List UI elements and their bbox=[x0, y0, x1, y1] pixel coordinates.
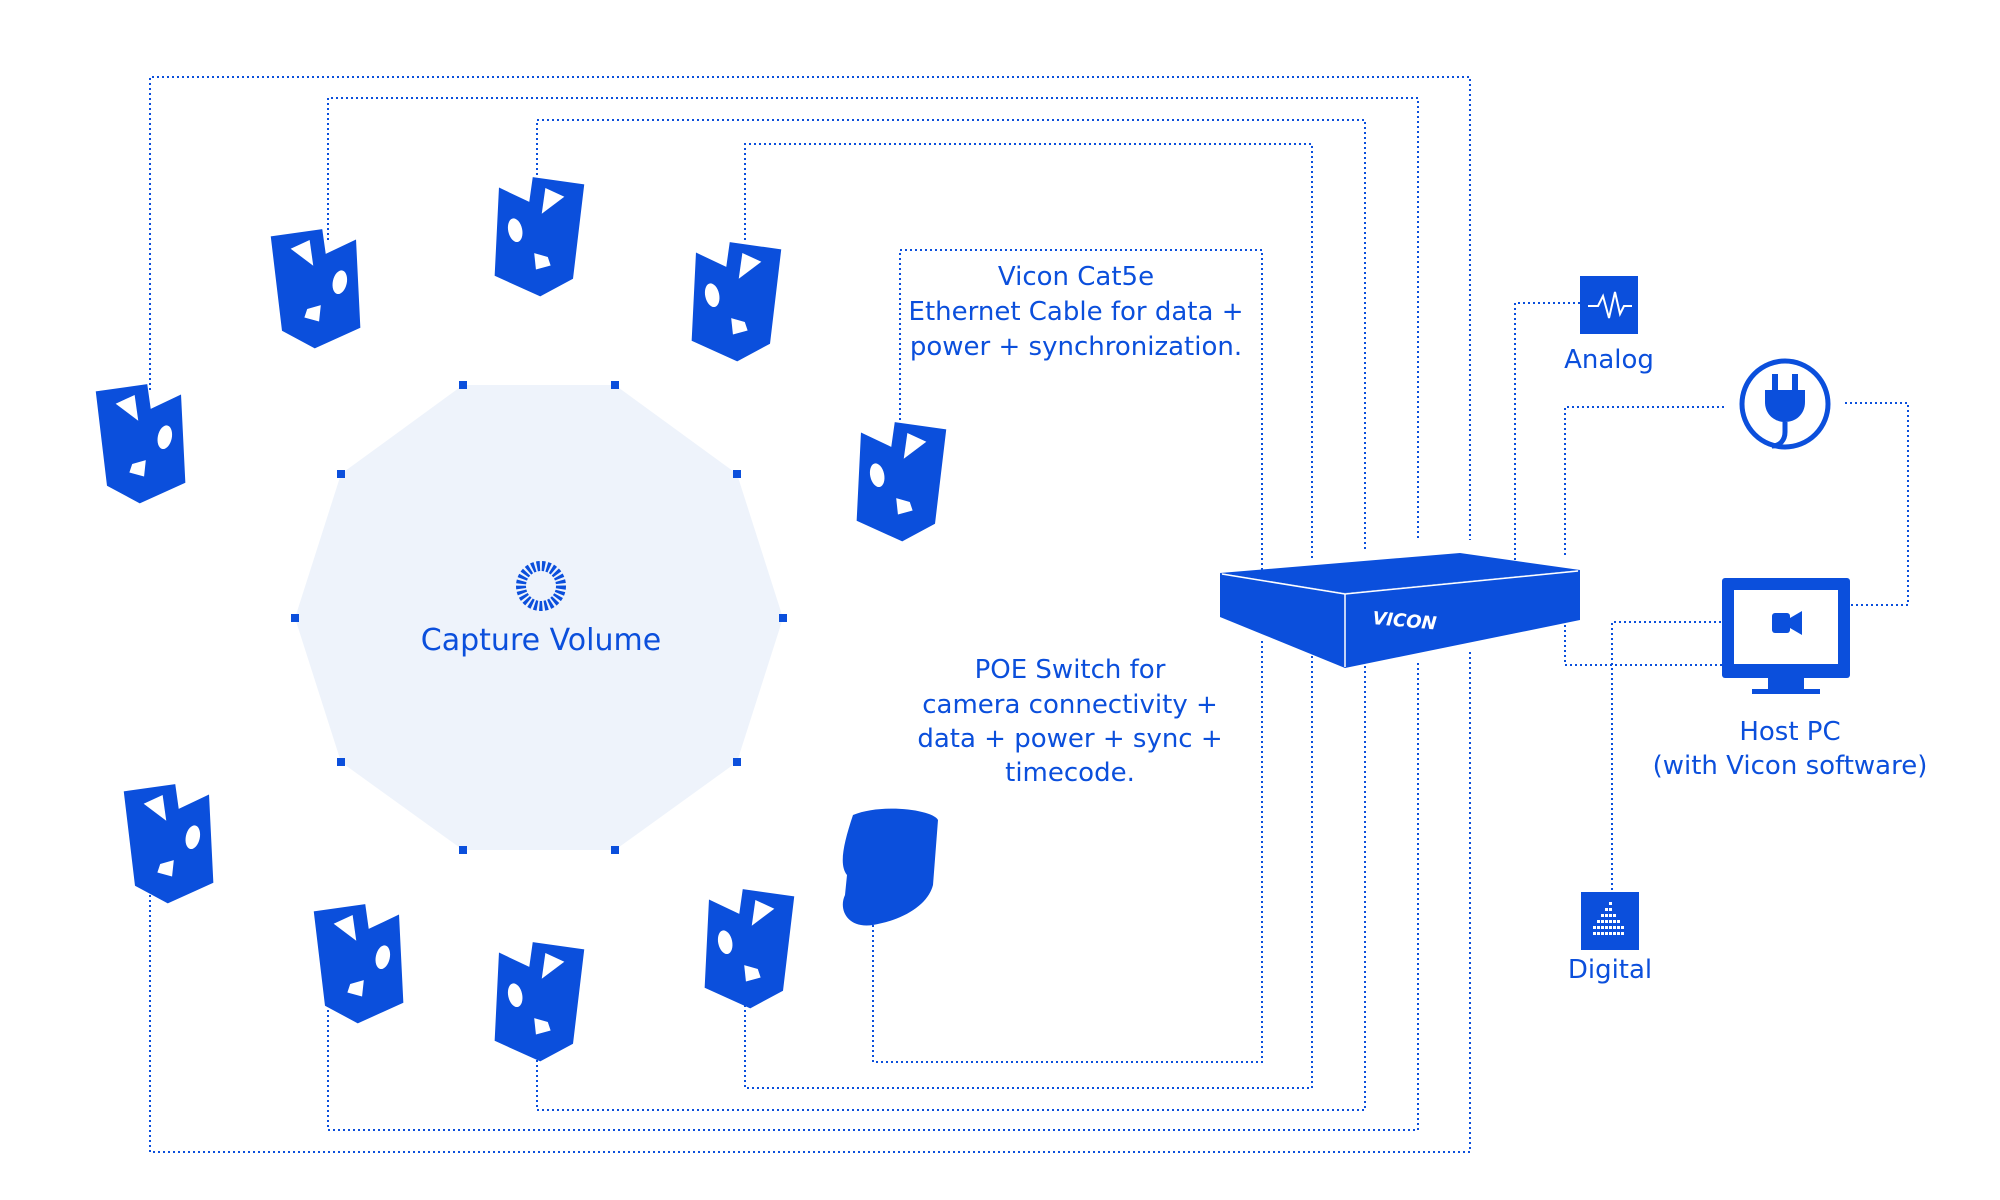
motion-camera-icon bbox=[311, 899, 414, 1028]
capture-volume: Capture Volume bbox=[291, 381, 787, 854]
wire-analog bbox=[1514, 302, 1580, 560]
cable-note-line-3: power + synchronization. bbox=[910, 332, 1242, 362]
switch-top bbox=[1220, 553, 1580, 593]
motion-camera-icon bbox=[681, 237, 784, 366]
switch-front bbox=[1220, 573, 1345, 668]
motion-camera-icon bbox=[268, 224, 371, 353]
capture-volume-handles bbox=[291, 381, 787, 854]
wire-power-pc bbox=[1845, 402, 1909, 606]
host-pc: Host PC (with Vicon software) bbox=[1653, 578, 1928, 781]
switch-note-line-2: camera connectivity + bbox=[922, 690, 1218, 720]
analog-device: Analog bbox=[1564, 276, 1654, 375]
switch-side bbox=[1345, 570, 1580, 668]
wire-switch-pc bbox=[1564, 620, 1722, 666]
motion-camera-icon bbox=[484, 172, 587, 301]
motion-camera-icon bbox=[121, 779, 224, 908]
wire-top-2 bbox=[327, 97, 1419, 540]
capture-volume-area bbox=[295, 385, 783, 850]
wire-bottom-1 bbox=[149, 650, 1471, 1153]
capture-volume-label: Capture Volume bbox=[421, 623, 661, 658]
video-camera-icon bbox=[1772, 611, 1802, 635]
cable-note-line-1: Vicon Cat5e bbox=[998, 262, 1154, 292]
wire-top-1 bbox=[149, 76, 1471, 540]
motion-camera-icon bbox=[846, 417, 949, 546]
power-device bbox=[1739, 358, 1831, 450]
digital-label: Digital bbox=[1568, 955, 1652, 985]
cable-wiring bbox=[149, 76, 1909, 1153]
wire-top-5 bbox=[899, 249, 1263, 570]
wire-bottom-4 bbox=[744, 650, 1313, 1089]
cable-note: Vicon Cat5e Ethernet Cable for data + po… bbox=[909, 262, 1244, 362]
poe-switch: VICON bbox=[1220, 553, 1580, 668]
motion-camera-icon bbox=[484, 937, 587, 1066]
analog-label: Analog bbox=[1564, 345, 1654, 375]
wire-bottom-5 bbox=[872, 640, 1263, 1063]
switch-note-line-4: timecode. bbox=[1005, 758, 1135, 788]
vicon-logo-icon bbox=[516, 561, 566, 611]
host-pc-label-line-2: (with Vicon software) bbox=[1653, 751, 1928, 781]
wire-power-switch bbox=[1564, 406, 1725, 555]
cameras bbox=[93, 172, 949, 1066]
switch-note: POE Switch for camera connectivity + dat… bbox=[917, 655, 1222, 788]
host-pc-label-line-1: Host PC bbox=[1739, 717, 1840, 747]
motion-camera-rear-icon bbox=[842, 808, 938, 926]
wire-top-4 bbox=[744, 143, 1313, 560]
cable-note-line-2: Ethernet Cable for data + bbox=[909, 297, 1244, 327]
switch-note-line-3: data + power + sync + bbox=[917, 724, 1222, 754]
switch-note-line-1: POE Switch for bbox=[975, 655, 1166, 685]
wire-bottom-2 bbox=[327, 660, 1419, 1131]
motion-camera-icon bbox=[93, 379, 196, 508]
wire-digital bbox=[1611, 621, 1722, 895]
motion-camera-icon bbox=[694, 884, 797, 1013]
wire-bottom-3 bbox=[536, 660, 1366, 1111]
power-plug-icon bbox=[1739, 358, 1831, 450]
digital-device: Digital bbox=[1568, 892, 1652, 985]
